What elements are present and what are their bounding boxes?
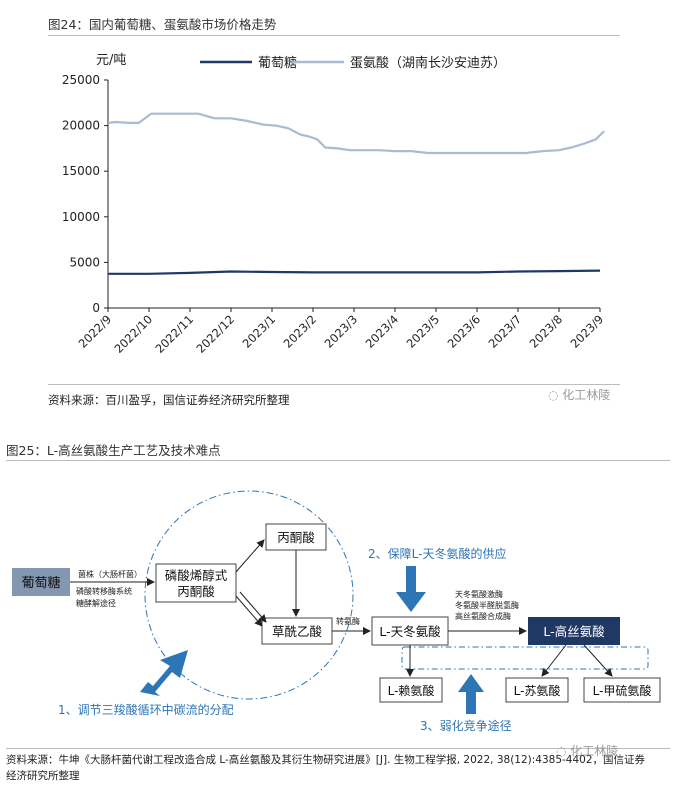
lysine-label: L-赖氨酸 (388, 683, 435, 698)
tca-region-circle (144, 490, 354, 700)
enzyme-label-2: 冬氨酸半醛脱氢酶 (455, 600, 519, 610)
pyruvate-box (265, 523, 327, 551)
x-tick-label: 2023/8 (527, 312, 566, 351)
pyruvate-label: 丙酮酸 (277, 530, 315, 545)
x-tick-label: 2022/12 (193, 312, 237, 356)
arrow-pep-pyruvate (235, 539, 265, 573)
methionine-box (583, 677, 661, 703)
figure24-title: 图24：国内葡萄糖、蛋氨酸市场价格走势 (48, 17, 277, 32)
x-tick-label: 2023/2 (281, 312, 320, 351)
price-line-chart: 元/吨05000100001500020000250002022/92022/1… (62, 53, 606, 356)
oxaloacetate-label: 草酰乙酸 (272, 624, 323, 639)
threonine-label: L-苏氨酸 (514, 683, 561, 698)
x-tick-label: 2023/5 (404, 312, 443, 351)
aminase-label: 转氨酶 (336, 616, 360, 626)
callout2-text: 2、保障L-天冬氨酸的供应 (368, 546, 506, 561)
callout1-text: 1、调节三羧酸循环中碳流的分配 (58, 702, 234, 717)
figure25-top-rule (6, 460, 670, 461)
methionine-label: L-甲硫氨酸 (593, 683, 652, 698)
watermark-bottom: ◌ 化工林陵 (556, 744, 619, 758)
x-tick-label: 2023/1 (240, 312, 279, 351)
x-tick-label: 2022/9 (76, 312, 115, 351)
x-tick-label: 2023/9 (568, 312, 607, 351)
lysine-box (379, 677, 443, 703)
figure25-source-line2: 经济研究所整理 (6, 770, 80, 782)
callout1-arrow-icon (140, 650, 188, 696)
legend-label: 蛋氨酸（湖南长沙安迪苏） (350, 55, 506, 71)
aspartate-label: L-天冬氨酸 (379, 624, 441, 639)
callout3-arrow-icon (458, 674, 484, 714)
legend-label: 葡萄糖 (258, 55, 297, 71)
y-axis-unit-label: 元/吨 (96, 53, 126, 68)
strain-label: 菌株（大肠杆菌） (78, 569, 142, 579)
figure25-title: 图25：L-高丝氨酸生产工艺及技术难点 (6, 443, 221, 458)
pep-box (155, 563, 237, 603)
pts-label-1: 磷酸转移酶系统 (76, 586, 132, 596)
figure25-bottom-rule (6, 748, 670, 749)
x-tick-label: 2022/10 (111, 312, 155, 356)
homoserine-box (528, 617, 620, 645)
series-glucose-line (108, 269, 601, 275)
x-tick-label: 2023/7 (486, 312, 525, 351)
oxaloacetate-box (261, 617, 333, 645)
watermark-icon: ◌ (548, 388, 563, 402)
x-tick-label: 2023/3 (322, 312, 361, 351)
arrow-homoserine-methionine (583, 644, 613, 677)
arrow-homoserine-threonine (541, 644, 567, 677)
figure24-top-rule (48, 35, 620, 36)
glucose-box (12, 568, 70, 596)
series-methionine-line (107, 112, 605, 155)
homoserine-label: L-高丝氨酸 (543, 624, 605, 639)
pep-label-1: 磷酸烯醇式 (165, 568, 228, 583)
threonine-box (505, 677, 569, 703)
enzyme-label-3: 高丝氨酸合成酶 (455, 611, 511, 621)
process-diagram: 葡萄糖 菌株（大肠杆菌） 磷酸转移酶系统 糖酵解途径 磷酸烯醇式 丙酮酸 丙酮酸… (12, 490, 661, 733)
y-tick-label: 15000 (62, 164, 100, 178)
figure24-bottom-rule (48, 384, 620, 385)
callout2-arrow-icon (396, 566, 426, 612)
pts-label-2: 糖酵解途径 (76, 598, 116, 608)
watermark-icon-bottom: ◌ (556, 744, 571, 758)
y-tick-label: 5000 (69, 255, 100, 269)
chart-legend: 葡萄糖 蛋氨酸（湖南长沙安迪苏） (200, 55, 506, 71)
arrow-pep-oxaloacetate-1 (235, 595, 263, 627)
callout3-text: 3、弱化竞争途径 (420, 718, 512, 733)
x-tick-label: 2022/11 (152, 312, 196, 356)
chart-series (107, 112, 605, 275)
figure24-source: 资料来源：百川盈孚，国信证券经济研究所整理 (48, 393, 290, 407)
y-tick-label: 25000 (62, 73, 100, 87)
y-tick-label: 20000 (62, 119, 100, 133)
enzyme-label-1: 天冬氨酸激酶 (455, 589, 503, 599)
pep-label-2: 丙酮酸 (177, 584, 215, 599)
watermark-top: ◌ 化工林陵 (548, 388, 611, 402)
x-tick-label: 2023/4 (363, 312, 402, 351)
x-tick-label: 2023/6 (445, 312, 484, 351)
glucose-label: 葡萄糖 (21, 575, 60, 591)
y-tick-label: 0 (92, 301, 100, 315)
figure25-source-line1: 资料来源：牛坤《大肠杆菌代谢工程改造合成 L-高丝氨酸及其衍生物研究进展》[J]… (6, 754, 646, 766)
chart-axes: 元/吨05000100001500020000250002022/92022/1… (62, 53, 606, 356)
competing-pathway-region (401, 646, 649, 670)
y-tick-label: 10000 (62, 210, 100, 224)
arrow-pep-oxaloacetate-2 (239, 591, 267, 623)
